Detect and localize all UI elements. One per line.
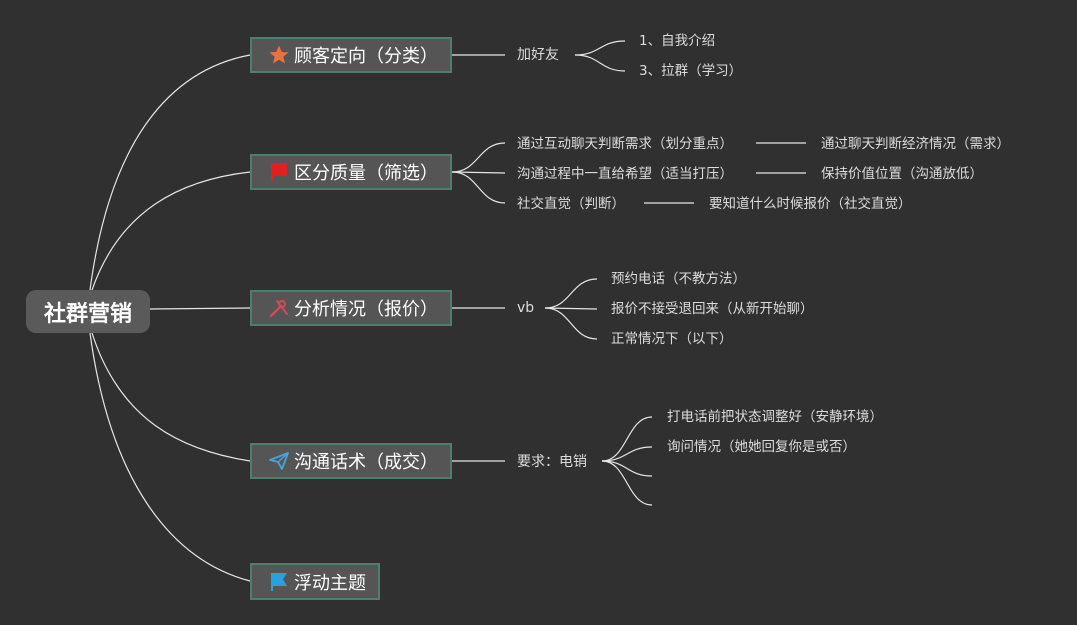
- branch-label: 浮动主题: [294, 572, 366, 594]
- connector-line-2: [149, 307, 251, 310]
- connector-line-15: [544, 278, 598, 309]
- subtopic-requirement[interactable]: 要求：电销: [517, 454, 587, 470]
- branch-customer-targeting[interactable]: 顾客定向（分类）: [250, 37, 452, 73]
- leaf-normal-case[interactable]: 正常情况下（以下）: [611, 331, 733, 347]
- connector-line-6: [574, 40, 626, 56]
- red-flag-icon: [268, 161, 290, 183]
- branch-label: 分析情况（报价）: [294, 299, 438, 320]
- leaf-when-to-quote[interactable]: 要知道什么时候报价（社交直觉）: [709, 196, 912, 212]
- connector-line-3: [91, 332, 251, 462]
- leaf-social-intuition[interactable]: 社交直觉（判断）: [517, 196, 625, 212]
- leaf-quote-rejected[interactable]: 报价不接受退回来（从新开始聊）: [611, 301, 814, 317]
- connector-line-7: [574, 54, 626, 72]
- leaf-self-intro[interactable]: 1、自我介绍: [639, 33, 716, 49]
- subtopic-vb[interactable]: vb: [517, 300, 535, 316]
- branch-communication-script[interactable]: 沟通话术（成交）: [250, 443, 452, 479]
- leaf-interaction-needs[interactable]: 通过互动聊天判断需求（划分重点）: [517, 136, 733, 152]
- subtopic-add-friend[interactable]: 加好友: [517, 47, 559, 63]
- connector-line-9: [451, 171, 506, 174]
- star-icon: [268, 44, 290, 66]
- leaf-economic-situation[interactable]: 通过聊天判断经济情况（需求）: [821, 136, 1010, 152]
- connector-line-8: [451, 142, 506, 173]
- blue-flag-icon: [268, 571, 290, 593]
- paper-plane-icon: [268, 450, 290, 472]
- branch-floating-topic[interactable]: 浮动主题: [250, 563, 380, 600]
- leaf-prepare-state[interactable]: 打电话前把状态调整好（安静环境）: [667, 409, 883, 425]
- root-topic[interactable]: 社群营销: [26, 290, 150, 333]
- leaf-value-position[interactable]: 保持价值位置（沟通放低）: [821, 166, 983, 182]
- connector-line-0: [89, 54, 251, 291]
- connector-line-17: [544, 307, 598, 340]
- connector-line-10: [451, 171, 506, 204]
- connector-line-22: [601, 460, 653, 506]
- leaf-ask-situation[interactable]: 询问情况（她她回复你是或否）: [667, 439, 856, 455]
- branch-situation-analysis[interactable]: 分析情况（报价）: [250, 290, 452, 326]
- branch-label: 区分质量（筛选）: [294, 163, 438, 184]
- leaf-group-invite[interactable]: 3、拉群（学习）: [639, 63, 743, 79]
- tools-icon: [268, 297, 290, 319]
- connector-line-19: [601, 416, 653, 462]
- connector-line-1: [91, 171, 251, 291]
- branch-quality-filter[interactable]: 区分质量（筛选）: [250, 154, 452, 190]
- connector-line-21: [601, 460, 653, 477]
- leaf-keep-hope[interactable]: 沟通过程中一直给希望（适当打压）: [517, 166, 733, 182]
- leaf-book-call[interactable]: 预约电话（不教方法）: [611, 271, 746, 287]
- connector-line-4: [89, 332, 251, 582]
- connector-line-20: [601, 446, 653, 462]
- branch-label: 顾客定向（分类）: [294, 46, 438, 67]
- branch-label: 沟通话术（成交）: [294, 452, 438, 473]
- connector-line-16: [544, 307, 598, 310]
